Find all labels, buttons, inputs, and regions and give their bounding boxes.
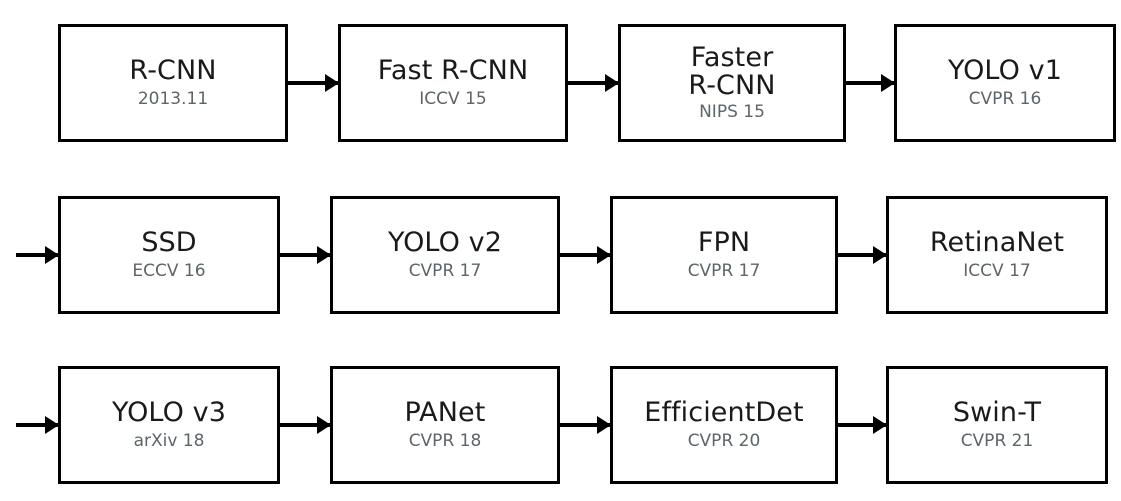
node-venue: arXiv 18 [133,430,205,451]
node-title-line1: Faster [690,41,774,73]
node-venue: CVPR 18 [408,430,482,451]
arrow-efficientdet-to-swin-t [838,415,887,435]
node-fpn[interactable]: FPN CVPR 17 [610,196,838,314]
node-venue: ICCV 15 [419,88,487,109]
diagram-row-1: R-CNN 2013.11 Fast R-CNN ICCV 15 Faster … [0,18,1121,148]
arrow-r-cnn-to-fast-r-cnn [288,73,339,93]
node-yolo-v3[interactable]: YOLO v3 arXiv 18 [58,366,280,484]
node-title: FPN [697,226,751,258]
node-venue: CVPR 17 [687,260,761,281]
node-venue: CVPR 16 [968,88,1042,109]
node-venue: 2013.11 [137,88,209,109]
node-title: Faster R-CNN [688,41,776,102]
arrow-panet-to-efficientdet [560,415,611,435]
node-title: SSD [141,226,197,258]
node-panet[interactable]: PANet CVPR 18 [330,366,560,484]
node-title: Fast R-CNN [377,54,529,86]
node-title: EfficientDet [644,396,804,428]
node-venue: CVPR 21 [960,430,1034,451]
node-venue: NIPS 15 [699,101,765,122]
node-yolo-v1[interactable]: YOLO v1 CVPR 16 [894,24,1116,142]
node-fast-r-cnn[interactable]: Fast R-CNN ICCV 15 [338,24,568,142]
node-r-cnn[interactable]: R-CNN 2013.11 [58,24,288,142]
node-title: YOLO v3 [111,396,227,428]
arrow-yolo-v2-to-fpn [560,245,611,265]
node-swin-t[interactable]: Swin-T CVPR 21 [886,366,1108,484]
node-ssd[interactable]: SSD ECCV 16 [58,196,280,314]
node-venue: CVPR 20 [687,430,761,451]
node-title: YOLO v1 [947,54,1063,86]
node-venue: ICCV 17 [963,260,1031,281]
diagram-row-2: SSD ECCV 16 YOLO v2 CVPR 17 FPN CVPR 17 … [0,190,1121,320]
arrow-yolo-v3-to-panet [280,415,331,435]
node-title: Swin-T [952,396,1042,428]
node-yolo-v2[interactable]: YOLO v2 CVPR 17 [330,196,560,314]
node-title: R-CNN [129,54,217,86]
node-title: RetinaNet [929,226,1065,258]
node-venue: ECCV 16 [132,260,206,281]
node-efficientdet[interactable]: EfficientDet CVPR 20 [610,366,838,484]
arrow-fast-r-cnn-to-faster-r-cnn [568,73,619,93]
node-title: YOLO v2 [387,226,503,258]
arrow-fpn-to-retinanet [838,245,887,265]
node-faster-r-cnn[interactable]: Faster R-CNN NIPS 15 [618,24,846,142]
node-title: PANet [404,396,486,428]
arrow-ssd-to-yolo-v2 [280,245,331,265]
node-venue: CVPR 17 [408,260,482,281]
node-retinanet[interactable]: RetinaNet ICCV 17 [886,196,1108,314]
diagram-row-3: YOLO v3 arXiv 18 PANet CVPR 18 Efficient… [0,360,1121,490]
node-title-line2: R-CNN [688,70,776,102]
arrow-row2-inlet [16,245,59,265]
arrow-row3-inlet [16,415,59,435]
arrow-faster-r-cnn-to-yolo-v1 [846,73,895,93]
